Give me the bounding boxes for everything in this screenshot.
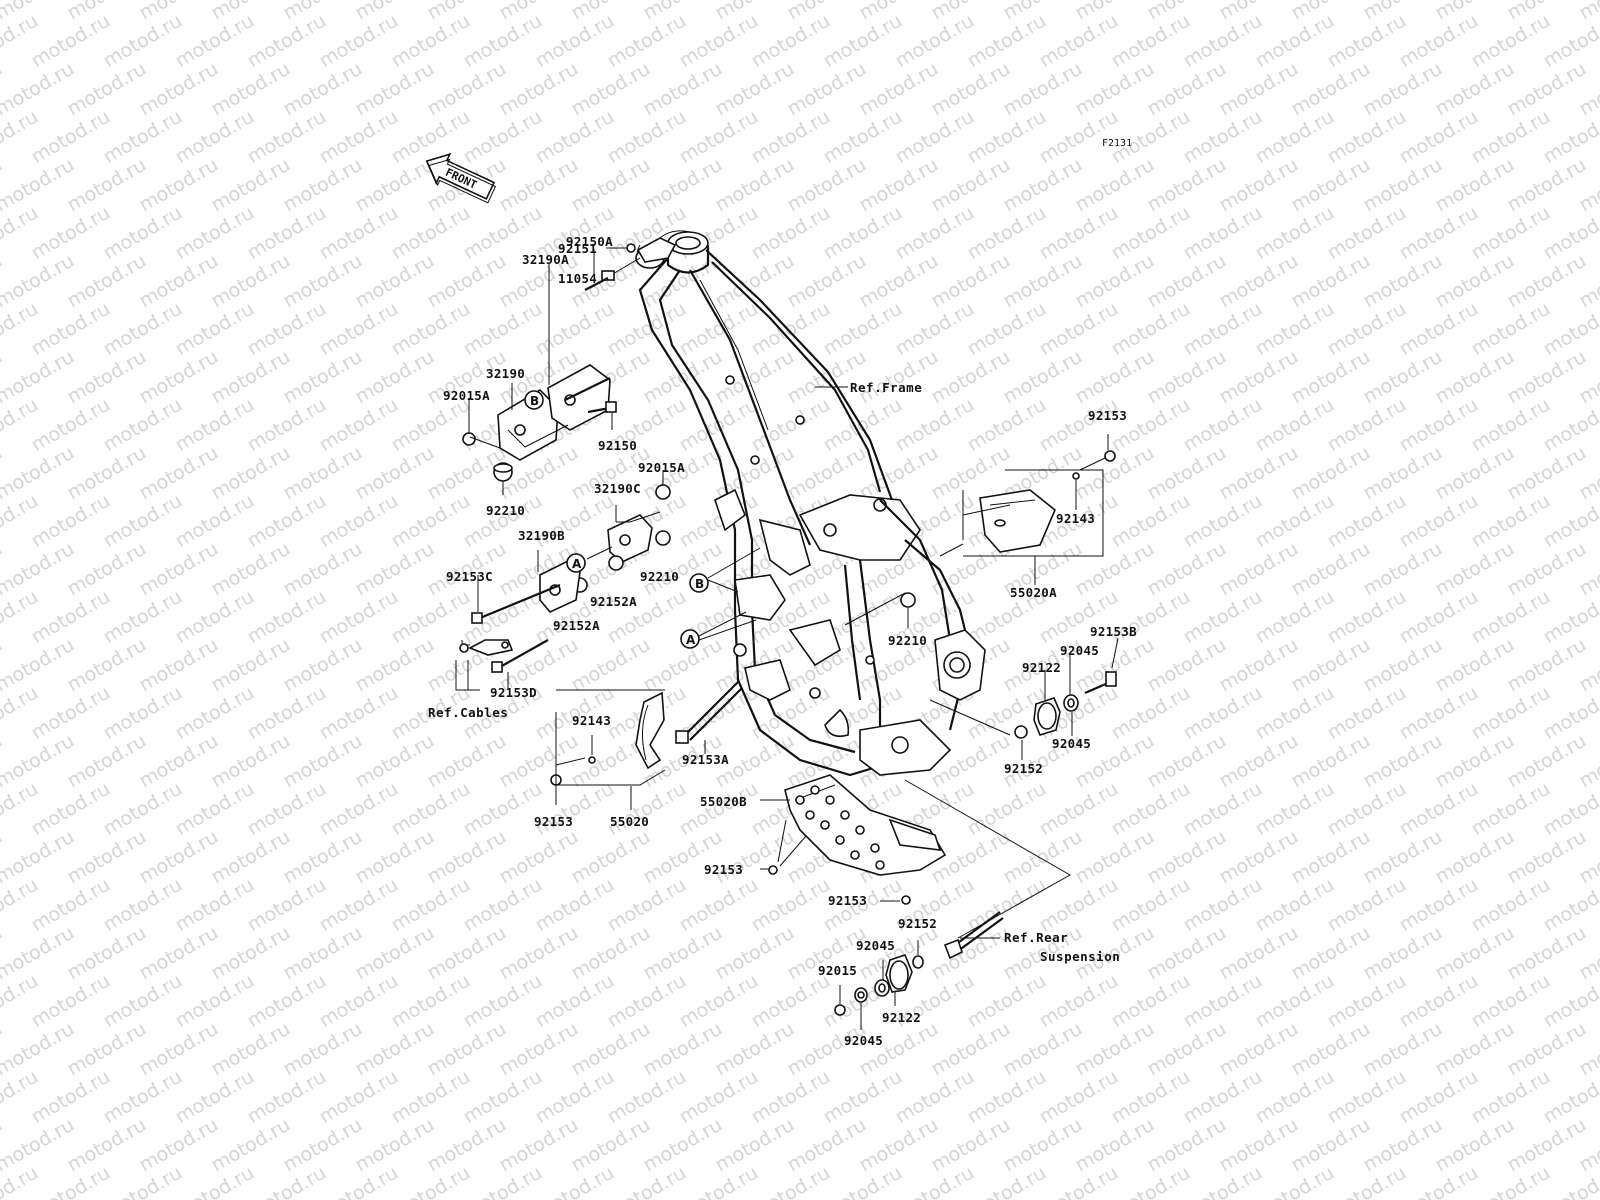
- label-32190: 32190: [486, 366, 525, 381]
- label-32190C: 32190C: [594, 481, 641, 496]
- label-92015A-top: 92015A: [443, 388, 490, 403]
- callout-a-frame-text: A: [686, 633, 696, 647]
- label-92210-top: 92210: [486, 503, 525, 518]
- label-ref-suspension: Suspension: [1040, 949, 1120, 964]
- label-92045-r1: 92045: [1060, 643, 1099, 658]
- label-92122-b: 92122: [882, 1010, 921, 1025]
- label-92151: 92151: [558, 241, 597, 256]
- label-92150: 92150: [598, 438, 637, 453]
- skid-plate-55020B: [768, 774, 947, 905]
- label-92153C: 92153C: [446, 569, 493, 584]
- engine-bracket-upper: [462, 270, 617, 482]
- label-92153-right: 92153: [1088, 408, 1127, 423]
- callout-b-top: [524, 390, 544, 410]
- label-92153-guard1: 92153: [704, 862, 743, 877]
- callout-a-mid-text: A: [572, 557, 582, 571]
- label-92153-left: 92153: [534, 814, 573, 829]
- frame-guard-right-55020A: [979, 450, 1116, 553]
- pivot-hardware-right: [929, 671, 1117, 739]
- callout-a-frame: [680, 629, 700, 649]
- label-92152-b: 92152: [898, 916, 937, 931]
- label-92045-b2: 92045: [844, 1033, 883, 1048]
- callout-a-mid: [566, 553, 586, 573]
- label-92210-center: 92210: [888, 633, 927, 648]
- label-55020: 55020: [610, 814, 649, 829]
- callout-b-frame-text: B: [695, 577, 704, 591]
- label-32190B: 32190B: [518, 528, 565, 543]
- frame-drawing: [635, 231, 986, 777]
- label-92015-b: 92015: [818, 963, 857, 978]
- label-92152-r: 92152: [1004, 761, 1043, 776]
- callout-b-top-text: B: [530, 394, 539, 408]
- label-92153A: 92153A: [682, 752, 729, 767]
- label-11054: 11054: [558, 271, 597, 286]
- label-92143-left: 92143: [572, 713, 611, 728]
- cable-guide-11054: [626, 230, 691, 263]
- label-92153-guard2: 92153: [828, 893, 867, 908]
- callout-b-frame: [689, 573, 709, 593]
- label-ref-rear: Ref.Rear: [1004, 930, 1068, 945]
- pivot-hardware-lower: [834, 911, 1004, 1016]
- label-92153D: 92153D: [490, 685, 537, 700]
- label-92045-b1: 92045: [856, 938, 895, 953]
- label-92143-right: 92143: [1056, 511, 1095, 526]
- label-92152A-2: 92152A: [553, 618, 600, 633]
- label-ref-cables: Ref.Cables: [428, 705, 508, 720]
- label-92045-r2: 92045: [1052, 736, 1091, 751]
- label-ref-frame: Ref.Frame: [850, 380, 922, 395]
- figure-code: F2131: [1102, 138, 1132, 149]
- label-92015A-mid: 92015A: [638, 460, 685, 475]
- label-92150A: 92150A: [566, 234, 613, 249]
- label-92122-r: 92122: [1022, 660, 1061, 675]
- label-55020B: 55020B: [700, 794, 747, 809]
- label-92152A-1: 92152A: [590, 594, 637, 609]
- label-32190A: 32190A: [522, 252, 569, 267]
- label-55020A: 55020A: [1010, 585, 1057, 600]
- label-92210-mid: 92210: [640, 569, 679, 584]
- label-92153B: 92153B: [1090, 624, 1137, 639]
